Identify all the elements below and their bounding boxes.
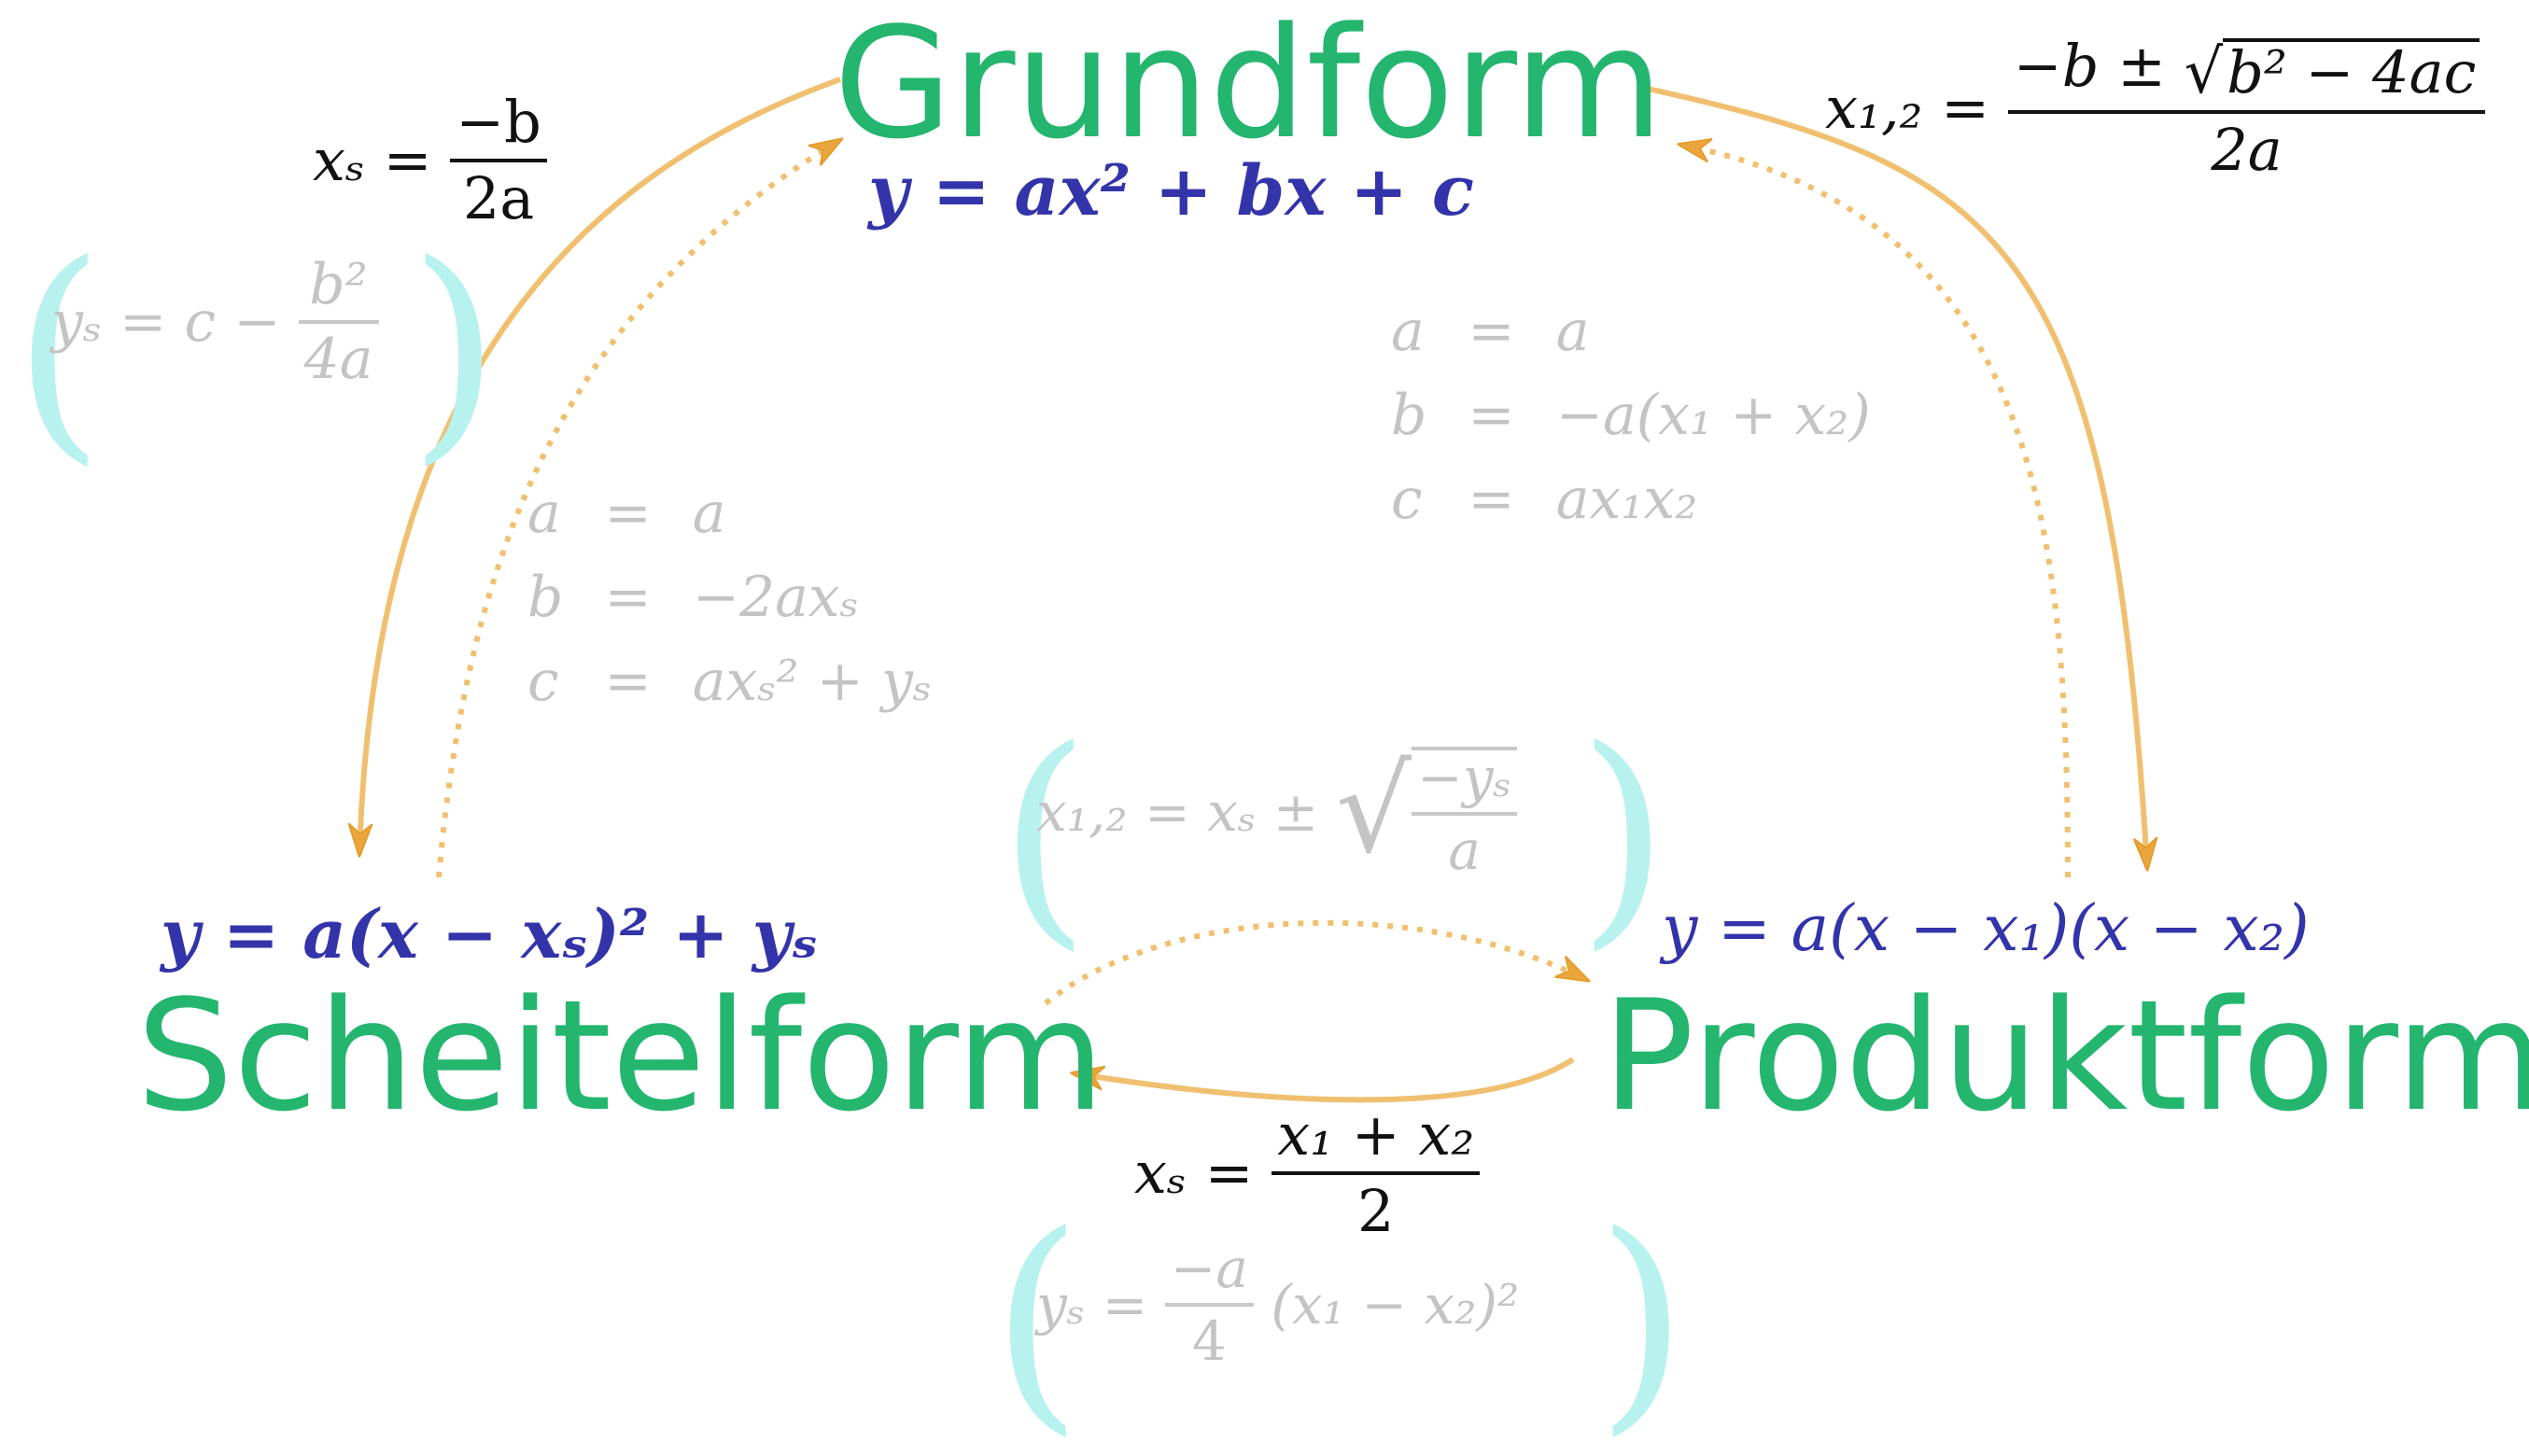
title-scheitelform: Scheitelform — [136, 967, 1105, 1145]
fraction: x₁ + x₂ 2 — [1272, 1100, 1481, 1240]
radical-sign: √ — [1335, 742, 1412, 881]
row-eq: = — [1468, 467, 1515, 532]
formula-quadratic-lhs: x₁,₂ = — [1825, 74, 1990, 143]
fraction-numerator: b² — [309, 252, 368, 317]
paren-right: ) — [1578, 699, 1669, 971]
fraction: −yₛ a — [1412, 746, 1518, 877]
fraction-denominator: a — [1412, 812, 1518, 877]
radicand: b² − 4ac — [2223, 38, 2480, 102]
fraction-numerator: x₁ + x₂ — [1277, 1100, 1475, 1169]
paren-left: ( — [991, 1184, 1083, 1456]
formula-xs-lhs: xₛ = — [1134, 1139, 1254, 1207]
formula-ys-from-grund: yₛ = c − b² 4a — [51, 257, 379, 387]
row-eq: = — [1468, 299, 1515, 364]
formula-quadratic: x₁,₂ = −b ± √b² − 4ac 2a — [1825, 37, 2486, 179]
formula-ys-lhs: yₛ = — [1036, 1273, 1148, 1337]
row-eq: = — [1468, 383, 1515, 448]
formula-ys-from-produkt: yₛ = −a 4 (x₁ − x₂)² — [1036, 1241, 1519, 1368]
formula-roots-from-scheitel: x₁,₂ = xₛ ± √ −yₛ a — [1036, 746, 1518, 877]
arrow-scheitel-to-grund — [436, 140, 840, 878]
paren-right: ) — [409, 214, 500, 485]
fraction: −a 4 — [1164, 1237, 1254, 1368]
fraction-denominator: 2a — [2007, 110, 2486, 179]
row-eq: = — [604, 649, 652, 714]
square-root: √b² − 4ac — [2185, 38, 2480, 103]
row-rhs: axₛ² + yₛ — [692, 649, 933, 714]
arrow-produkt-to-grund — [1680, 145, 2071, 878]
arrow-scheitel-to-produkt — [1044, 919, 1587, 1006]
fraction-numerator: −b — [456, 88, 541, 156]
paren-right: ) — [1596, 1184, 1688, 1456]
row-lhs: b — [527, 565, 564, 630]
fraction-denominator: 2a — [450, 159, 547, 228]
formula-xs-from-produkt: xₛ = x₁ + x₂ 2 — [1134, 1100, 1481, 1240]
fraction-denominator: 4 — [1164, 1303, 1254, 1368]
arrow-grund-to-scheitel — [359, 77, 842, 854]
row-lhs: a — [527, 481, 561, 546]
radical-sign: √ — [2184, 37, 2224, 108]
row-lhs: c — [527, 649, 559, 714]
paren-left: ( — [999, 699, 1090, 971]
equation-produktform: y = a(x − x₁)(x − x₂) — [1662, 892, 2310, 966]
title-produktform: Produktform — [1602, 967, 2529, 1145]
arrow-produkt-to-scheitel — [1074, 1057, 1575, 1103]
arrow-grund-to-produkt — [1647, 86, 2147, 868]
row-lhs: a — [1391, 299, 1425, 364]
fraction-numerator: −yₛ — [1417, 746, 1512, 809]
row-rhs: ax₁x₂ — [1555, 467, 1698, 532]
row-eq: = — [604, 565, 652, 630]
paren-left: ( — [13, 214, 105, 485]
fraction: −b ± √b² − 4ac 2a — [2007, 37, 2486, 179]
row-lhs: b — [1391, 383, 1427, 448]
fraction-numerator: −b ± √b² − 4ac — [2008, 37, 2486, 110]
row-rhs: a — [692, 481, 726, 546]
fraction-denominator: 4a — [298, 320, 379, 387]
square-root: √ −yₛ a — [1336, 746, 1518, 877]
row-rhs: a — [1555, 299, 1590, 364]
equation-scheitelform: y = a(x − xₛ)² + yₛ — [161, 894, 819, 973]
row-rhs: −2axₛ — [692, 565, 859, 630]
formula-xs-from-grund: xₛ = −b 2a — [313, 93, 547, 228]
equation-grundform: y = ax² + bx + c — [868, 151, 1474, 231]
formula-ys-lhs: yₛ = c − — [51, 289, 281, 355]
formula-xs-lhs: xₛ = — [313, 126, 432, 194]
row-eq: = — [604, 481, 652, 546]
fraction-numerator: −a — [1170, 1237, 1248, 1300]
formula-ys-tail: (x₁ − x₂)² — [1271, 1273, 1520, 1337]
numerator-prefix: −b ± — [2013, 32, 2167, 100]
formula-roots-lhs: x₁,₂ = xₛ ± — [1036, 780, 1319, 844]
fraction-denominator: 2 — [1272, 1171, 1481, 1240]
row-rhs: −a(x₁ + x₂) — [1555, 383, 1871, 448]
fraction: −b 2a — [450, 93, 547, 228]
title-grundform: Grundform — [834, 0, 1664, 173]
row-lhs: c — [1391, 467, 1423, 532]
fraction: b² 4a — [298, 252, 379, 387]
